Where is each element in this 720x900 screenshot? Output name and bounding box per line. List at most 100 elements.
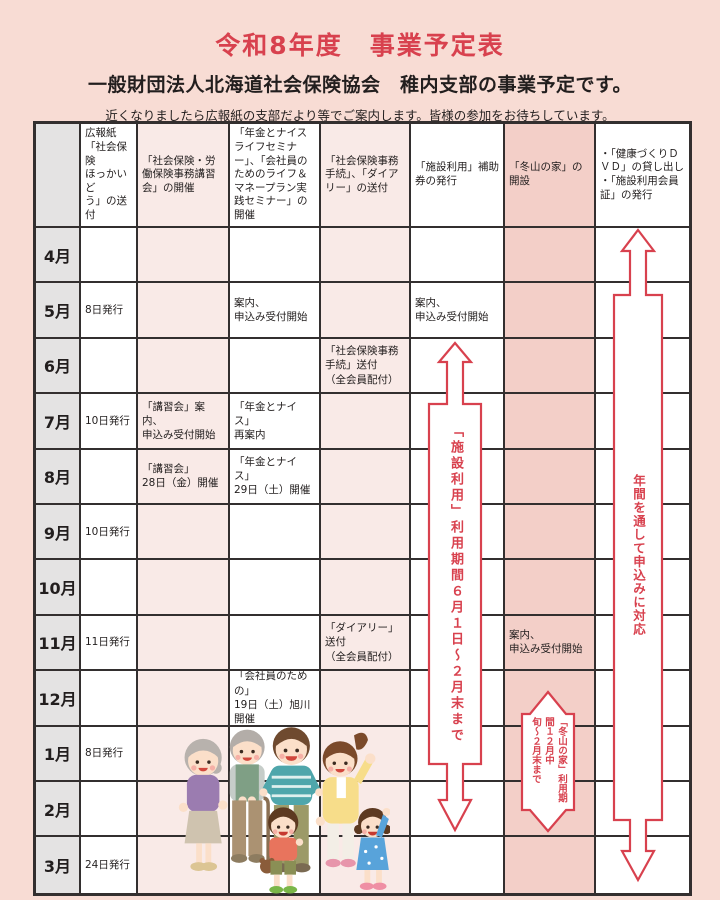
table-cell xyxy=(596,504,689,561)
column-header: 「社会保険・労働保険事務講習会」の開催 xyxy=(138,124,230,228)
table-cell xyxy=(411,228,505,284)
table-cell xyxy=(596,837,689,893)
month-cell: 7月 xyxy=(36,394,81,450)
table-cell xyxy=(505,560,596,616)
table-cell xyxy=(81,560,138,616)
table-cell xyxy=(230,615,321,672)
table-cell xyxy=(505,449,596,505)
corner-cell xyxy=(36,124,81,228)
table-cell xyxy=(505,504,596,561)
table-cell: 10日発行 xyxy=(81,394,138,450)
table-cell xyxy=(81,338,138,395)
table-cell xyxy=(138,338,230,395)
table-cell xyxy=(138,615,230,672)
column-header: 「社会保険事務手続」、「ダイアリー」の送付 xyxy=(321,124,411,228)
month-cell: 10月 xyxy=(36,560,81,616)
table-cell xyxy=(81,228,138,284)
table-cell xyxy=(321,671,411,727)
table-cell xyxy=(505,837,596,893)
table-cell: 8日発行 xyxy=(81,726,138,782)
month-cell: 11月 xyxy=(36,615,81,672)
table-cell xyxy=(81,781,138,838)
table-cell xyxy=(230,228,321,284)
grandma-figure xyxy=(178,738,228,871)
table-cell xyxy=(230,338,321,395)
month-cell: 12月 xyxy=(36,671,81,727)
month-cell: 1月 xyxy=(36,726,81,782)
table-cell xyxy=(321,504,411,561)
table-cell xyxy=(321,283,411,339)
table-cell xyxy=(596,726,689,782)
girl-figure xyxy=(354,807,390,890)
table-cell: 「会社員のための」 19日（土）旭川開催 xyxy=(230,671,321,727)
table-cell xyxy=(321,560,411,616)
table-cell: 「講習会」案内、 申込み受付開始 xyxy=(138,394,230,450)
table-cell xyxy=(505,338,596,395)
header: 令和8年度 事業予定表 一般財団法人北海道社会保険協会 稚内支部の事業予定です。… xyxy=(0,0,720,124)
table-cell xyxy=(596,671,689,727)
table-cell: 8日発行 xyxy=(81,283,138,339)
table-cell: 案内、 申込み受付開始 xyxy=(411,283,505,339)
month-cell: 6月 xyxy=(36,338,81,395)
page-note: 近くなりましたら広報紙の支部だより等でご案内します。皆様の参加をお待ちしています… xyxy=(105,108,615,123)
table-cell xyxy=(138,671,230,727)
boy-figure xyxy=(259,807,304,894)
column-header: ・「健康づくりＤＶＤ」の貸し出し ・「施設利用会員証」の発行 xyxy=(596,124,689,228)
table-cell: 24日発行 xyxy=(81,837,138,893)
table-cell xyxy=(230,504,321,561)
month-cell: 4月 xyxy=(36,228,81,284)
table-cell xyxy=(321,228,411,284)
table-cell xyxy=(411,449,505,505)
table-cell xyxy=(138,504,230,561)
table-cell xyxy=(81,671,138,727)
mom-figure xyxy=(315,732,376,868)
column-header: 「年金とナイスライフセミナー」、「会社員のためのライフ＆マネープラン実践セミナー… xyxy=(230,124,321,228)
month-cell: 5月 xyxy=(36,283,81,339)
table-cell: 案内、 申込み受付開始 xyxy=(230,283,321,339)
table-cell: 11日発行 xyxy=(81,615,138,672)
table-cell xyxy=(411,394,505,450)
table-cell xyxy=(505,394,596,450)
table-cell: 「ダイアリー」送付 （全会員配付） xyxy=(321,615,411,672)
table-cell xyxy=(81,449,138,505)
table-cell xyxy=(411,837,505,893)
table-cell: 10日発行 xyxy=(81,504,138,561)
table-cell xyxy=(505,781,596,838)
page-subtitle: 一般財団法人北海道社会保険協会 稚内支部の事業予定です。 xyxy=(87,74,633,96)
table-cell xyxy=(138,228,230,284)
table-cell xyxy=(596,449,689,505)
grandpa-figure xyxy=(229,729,270,863)
table-cell xyxy=(230,560,321,616)
month-cell: 3月 xyxy=(36,837,81,893)
table-cell xyxy=(596,615,689,672)
table-cell xyxy=(411,504,505,561)
table-cell: 「講習会」 28日（金）開催 xyxy=(138,449,230,505)
table-cell xyxy=(138,560,230,616)
column-header: 「施設利用」補助券の発行 xyxy=(411,124,505,228)
table-cell xyxy=(411,615,505,672)
table-cell xyxy=(411,560,505,616)
month-cell: 2月 xyxy=(36,781,81,838)
table-cell xyxy=(505,283,596,339)
table-cell xyxy=(596,781,689,838)
table-cell xyxy=(596,228,689,284)
table-cell xyxy=(505,726,596,782)
table-cell xyxy=(411,726,505,782)
table-cell xyxy=(596,283,689,339)
table-cell xyxy=(596,338,689,395)
table-cell: 案内、 申込み受付開始 xyxy=(505,615,596,672)
column-header: 広報紙 「社会保険 ほっかいど う」の送付 xyxy=(81,124,138,228)
table-cell xyxy=(411,671,505,727)
table-cell: 「年金とナイス」 再案内 xyxy=(230,394,321,450)
table-cell xyxy=(138,283,230,339)
page-title: 令和8年度 事業予定表 xyxy=(215,31,505,60)
table-cell xyxy=(321,449,411,505)
family-illustration xyxy=(178,727,390,894)
table-cell xyxy=(321,394,411,450)
table-cell xyxy=(505,671,596,727)
table-cell xyxy=(505,228,596,284)
table-cell xyxy=(596,560,689,616)
table-cell: 「年金とナイス」 29日（土）開催 xyxy=(230,449,321,505)
table-cell xyxy=(411,338,505,395)
